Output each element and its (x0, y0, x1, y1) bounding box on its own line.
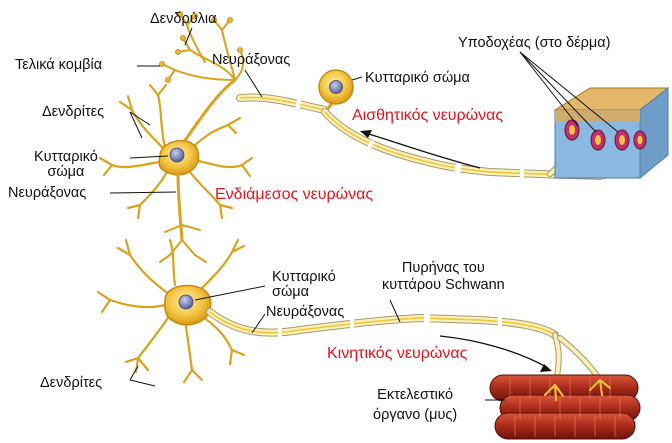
label-motor-neuron: Κινητικός νευρώνας (327, 345, 468, 362)
muscle-graphic (489, 374, 641, 440)
label-schwann-nucleus: Πυρήνας του κυττάρου Schwann (382, 260, 505, 293)
interneuron-graphic (98, 11, 254, 263)
label-dendrilia: Δενδρύλια (150, 11, 217, 27)
motor-neuron-graphic (96, 238, 603, 388)
label-dendrites-bottom: Δενδρίτες (40, 375, 103, 391)
label-receptor: Υποδοχέας (στο δέρμα) (458, 35, 611, 51)
label-axon-interneuron: Νευράξονας (8, 185, 87, 201)
label-effector: Εκτελεστικό όργανο (μυς) (373, 387, 458, 423)
label-interneuron: Ενδιάμεσος νευρώνας (215, 186, 374, 203)
label-axon-sensory: Νευράξονας (212, 52, 291, 68)
label-sensory-neuron: Αισθητικός νευρώνας (352, 107, 504, 124)
label-terminal-buttons: Τελικά κομβία (15, 57, 103, 73)
label-cell-body-motor: Κυτταρικό σώμα (272, 269, 336, 300)
label-cell-body-sensory: Κυτταρικό σώμα (365, 70, 470, 86)
skin-block-graphic (553, 86, 670, 180)
leader-lines (109, 27, 619, 401)
label-axon-motor: Νευράξονας (266, 304, 345, 320)
label-cell-body-interneuron: Κυτταρικό σώμα (34, 149, 98, 180)
label-dendrites-top: Δενδρίτες (42, 104, 105, 120)
